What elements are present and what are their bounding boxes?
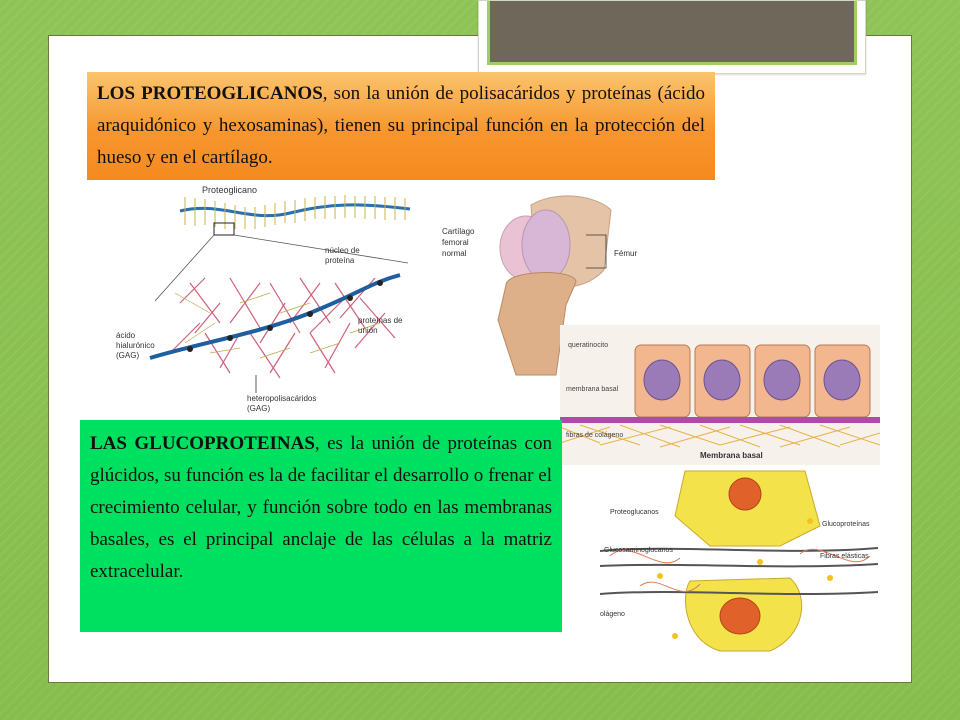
label-queratinocito: queratinocito	[568, 342, 608, 349]
proteoglicano-bristles	[184, 195, 406, 229]
glucoproteinas-textbox: LAS GLUCOPROTEINAS, es la unión de prote…	[80, 420, 562, 632]
glucoproteinas-heading: LAS GLUCOPROTEINAS	[90, 433, 315, 454]
basal-membrane-band	[560, 417, 880, 423]
proteoglicano-diagram: Proteoglicano núcleo de proteína proteín…	[116, 185, 411, 413]
glucoproteinas-dots	[657, 518, 833, 639]
glucoproteinas-body: , es la unión de proteínas con glúcidos,…	[90, 433, 552, 582]
keratinocyte-cells	[634, 344, 871, 418]
title-placeholder-inner	[487, 1, 857, 65]
label-glucoproteinas: Glucoproteínas	[822, 521, 870, 528]
proteoglicano-strand	[179, 203, 411, 218]
collagen-loops	[609, 548, 871, 592]
matriz-extracelular-illustration: Proteoglucanos Glucoproteínas Glucosamin…	[600, 466, 878, 664]
label-glucosaminoglucanos: Glucosaminoglucanos	[604, 547, 673, 554]
label-cartilago-1: Cartílago	[442, 227, 475, 236]
femur-bracket	[586, 234, 607, 269]
tibia-bone	[497, 272, 577, 376]
zoom-box	[213, 222, 235, 236]
label-colageno: olágeno	[600, 611, 625, 618]
label-fibras-elasticas: Fibras elásticas	[820, 553, 869, 560]
proteoglicano-title: Proteoglicano	[202, 185, 257, 195]
label-fibras: fibras de colágeno	[566, 432, 623, 439]
label-proteinas-union-2: unión	[358, 326, 378, 335]
zoom-line-right	[233, 234, 409, 264]
label-proteoglucanos: Proteoglucanos	[610, 509, 659, 516]
label-acido-3: (GAG)	[116, 351, 139, 360]
elastic-fibers	[600, 547, 878, 595]
label-acido-1: ácido	[116, 331, 136, 340]
label-cartilago-3: normal	[442, 249, 467, 258]
nucleus-bottom	[719, 597, 761, 635]
label-femur: Fémur	[614, 249, 637, 258]
acido-hialuronico-chain	[149, 273, 401, 360]
nucleus-top	[728, 477, 762, 511]
cartilage-inner	[521, 209, 571, 281]
label-cartilago-2: femoral	[442, 238, 469, 247]
proteoglicanos-textbox: LOS PROTEOGLICANOS, son la unión de poli…	[87, 72, 715, 180]
title-placeholder	[478, 0, 866, 74]
collagen-fibers	[560, 424, 880, 448]
label-membrana: membrana basal	[566, 386, 619, 393]
knee-illustration: Cartílago femoral normal Fémur	[442, 195, 637, 376]
proteinas-union-dots	[187, 280, 383, 352]
proteoglicano-aggregate	[169, 277, 396, 379]
label-hetero-1: heteropolisacáridos	[247, 394, 316, 403]
label-nucleo-1: núcleo de	[325, 246, 360, 255]
label-hetero-2: (GAG)	[247, 404, 270, 413]
label-acido-2: hialurónico	[116, 341, 155, 350]
proteoglicanos-heading: LOS PROTEOGLICANOS	[97, 83, 323, 104]
label-proteinas-union-1: proteínas de	[358, 316, 403, 325]
membrana-caption: Membrana basal	[700, 451, 763, 460]
zoom-line-left	[154, 234, 215, 302]
membrana-basal-illustration: queratinocito membrana basal fibras de c…	[560, 325, 880, 465]
label-nucleo-2: proteína	[325, 256, 355, 265]
proteoglicanos-body: , son la unión de polisacáridos y proteí…	[97, 83, 705, 168]
